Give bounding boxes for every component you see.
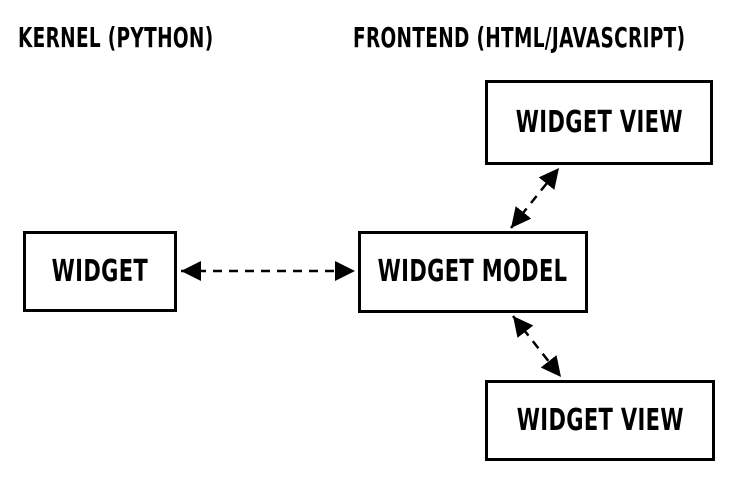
widget-model-label: WIDGET MODEL bbox=[378, 254, 568, 289]
widget-view-top-node: WIDGET VIEW bbox=[485, 80, 713, 165]
widget-label: WIDGET bbox=[51, 253, 149, 289]
frontend-column-heading: FRONTEND (HTML/JAVASCRIPT) bbox=[353, 21, 686, 54]
widget-node: WIDGET bbox=[23, 231, 177, 312]
widget-view-top-label: WIDGET VIEW bbox=[515, 104, 683, 140]
widget-model-node: WIDGET MODEL bbox=[358, 231, 588, 313]
widget-view-bottom-label: WIDGET VIEW bbox=[516, 402, 684, 438]
kernel-column-heading: KERNEL (PYTHON) bbox=[18, 21, 214, 54]
widget-model-to-widget-view-bottom-arrow bbox=[512, 315, 562, 378]
widget-view-bottom-node: WIDGET VIEW bbox=[485, 380, 715, 461]
widget-model-to-widget-view-top-arrow bbox=[510, 167, 560, 229]
